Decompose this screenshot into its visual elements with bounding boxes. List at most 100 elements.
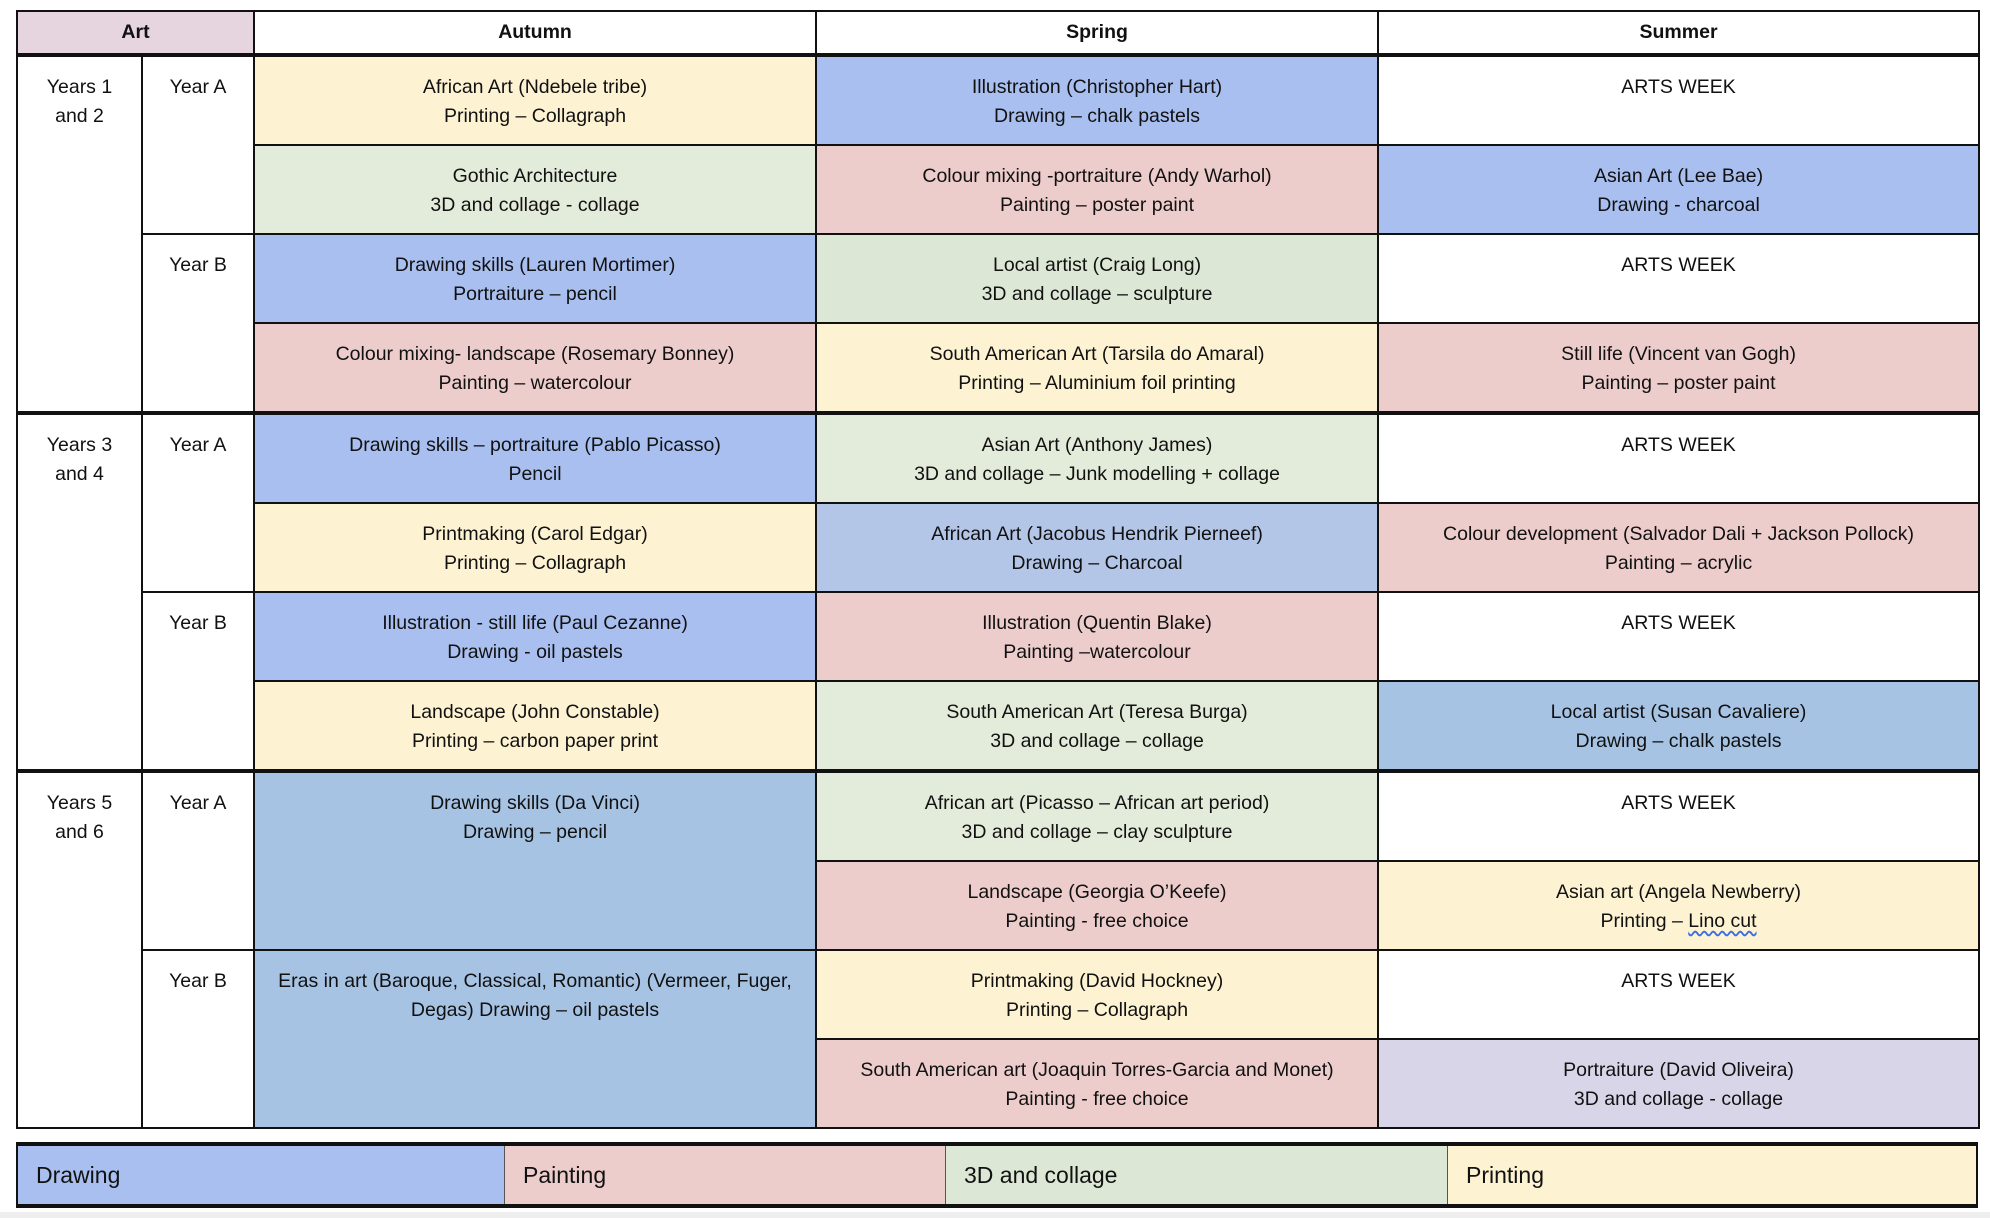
topic: Illustration (Quentin Blake) (982, 612, 1212, 634)
medium: Drawing – chalk pastels (1575, 730, 1782, 752)
spellcheck-flagged-text: Lino cut (1688, 910, 1757, 932)
topic: Asian Art (Lee Bae) (1593, 165, 1764, 187)
topic: Colour development (Salvador Dali + Jack… (1443, 523, 1914, 545)
autumn-cell: Drawing skills (Da Vinci)Drawing – penci… (253, 769, 818, 951)
summer-cell: Asian Art (Lee Bae) Drawing - charcoal (1377, 144, 1981, 235)
medium: Painting – poster paint (1581, 372, 1776, 394)
summer-cell: ARTS WEEK (1377, 949, 1981, 1040)
autumn-cell: Drawing skills – portraiture (Pablo Pica… (253, 411, 818, 504)
year-a-label: Year A (140, 411, 256, 593)
autumn-cell: Illustration - still life (Paul Cezanne)… (253, 591, 818, 682)
spring-cell: South American art (Joaquin Torres-Garci… (815, 1038, 1380, 1129)
medium: Printing – Collagraph (443, 105, 627, 127)
spring-cell: Illustration (Quentin Blake) Painting –wa… (815, 591, 1380, 682)
spring-cell: African Art (Jacobus Hendrik Pierneef)Dr… (815, 502, 1380, 593)
topic: Colour mixing -portraiture (Andy Warhol) (922, 165, 1272, 187)
summer-cell: Asian art (Angela Newberry) Printing – Li… (1377, 860, 1981, 951)
spring-cell: Illustration (Christopher Hart) Drawing –… (815, 53, 1380, 146)
header-autumn: Autumn (253, 10, 818, 56)
topic: ARTS WEEK (1621, 970, 1736, 992)
table-row: Colour mixing- landscape (Rosemary Bonne… (17, 322, 1981, 414)
group-line: Years 5 (46, 792, 113, 814)
medium: 3D and collage – Junk modelling + collag… (914, 463, 1280, 485)
page-bottom-strip (0, 1212, 1990, 1218)
topic: Illustration (Christopher Hart) (971, 76, 1223, 98)
medium: Pencil (508, 463, 562, 485)
summer-cell: ARTS WEEK (1377, 411, 1981, 504)
topic: Landscape (Georgia O’Keefe) (967, 881, 1227, 903)
table-row: South American art (Joaquin Torres-Garci… (17, 1038, 1981, 1129)
spring-cell: Printmaking (David Hockney)Printing – Co… (815, 949, 1380, 1040)
topic: Drawing skills – portraiture (Pablo Pica… (349, 434, 721, 456)
topic: Asian art (Angela Newberry) (1556, 881, 1801, 903)
autumn-cell: Drawing skills (Lauren Mortimer) Portrait… (253, 233, 818, 324)
medium: Printing – Collagraph (1005, 999, 1189, 1021)
topic: Local artist (Susan Cavaliere) (1550, 701, 1807, 723)
topic: South American Art (Tarsila do Amaral) (929, 343, 1265, 365)
summer-cell: Colour development (Salvador Dali + Jack… (1377, 502, 1981, 593)
medium: Drawing – Charcoal (1011, 552, 1183, 574)
table-row: Year B Drawing skills (Lauren Mortimer) P… (17, 233, 1981, 414)
group-line: Years 1 (46, 76, 113, 98)
medium: Drawing - charcoal (1597, 194, 1760, 216)
medium: Printing – Aluminium foil printing (958, 372, 1236, 394)
spring-cell: Asian Art (Anthony James)3D and collage … (815, 411, 1380, 504)
medium: Painting – poster paint (999, 194, 1195, 216)
topic: Printmaking (Carol Edgar) (422, 523, 648, 545)
medium: Painting - free choice (1005, 910, 1189, 932)
medium: Portraiture – pencil (453, 283, 617, 305)
topic: Still life (Vincent van Gogh) (1561, 343, 1796, 365)
topic: Landscape (John Constable) (410, 701, 660, 723)
topic: African art (Picasso – African art perio… (924, 792, 1270, 814)
topic: ARTS WEEK (1621, 254, 1736, 276)
autumn-cell: Landscape (John Constable) Printing – car… (253, 680, 818, 772)
art-curriculum-table: Art Autumn Spring Summer Years 1 and 2 Ye… (15, 10, 1981, 1129)
autumn-cell: African Art (Ndebele tribe)Printing – Co… (253, 53, 818, 146)
table-row: Landscape (Georgia O’Keefe) Painting - fr… (17, 860, 1981, 951)
year-a-label: Year A (140, 769, 256, 951)
year-group-1-2: Years 1 and 2 (16, 53, 143, 414)
table-row: Year B Eras in art (Baroque, Classical, … (17, 949, 1981, 1129)
medium: Painting – acrylic (1604, 552, 1753, 574)
medium: Painting - free choice (1005, 1088, 1189, 1110)
medium: Drawing – chalk pastels (994, 105, 1200, 127)
autumn-cell: Printmaking (Carol Edgar) Printing – Coll… (253, 502, 818, 593)
legend-3d-collage: 3D and collage (945, 1146, 1447, 1204)
medium-prefix: Printing – (1600, 910, 1689, 932)
medium: Painting –watercolour (1003, 641, 1191, 663)
topic: ARTS WEEK (1621, 792, 1736, 814)
spring-cell: African art (Picasso – African art perio… (815, 769, 1380, 862)
table-row: Landscape (John Constable) Printing – car… (17, 680, 1981, 772)
topic: Illustration - still life (Paul Cezanne) (382, 612, 688, 634)
summer-cell: ARTS WEEK (1377, 591, 1981, 682)
color-legend: Drawing Painting 3D and collage Printing (16, 1142, 1978, 1208)
medium: Printing – Collagraph (443, 552, 627, 574)
medium: Drawing - oil pastels (447, 641, 623, 663)
medium: 3D and collage – sculpture (981, 283, 1213, 305)
topic: Gothic Architecture (452, 165, 618, 187)
medium: Painting – watercolour (438, 372, 632, 394)
group-line: and 6 (55, 821, 104, 843)
header-row: Art Autumn Spring Summer (15, 10, 1981, 56)
year-b-label: Year B (140, 949, 256, 1129)
topic: Portraiture (David Oliveira) (1563, 1059, 1794, 1081)
table-row: Year B Illustration - still life (Paul C… (17, 591, 1981, 772)
spring-cell: Colour mixing -portraiture (Andy Warhol)… (815, 144, 1380, 235)
topic: South American art (Joaquin Torres-Garci… (860, 1059, 1334, 1081)
spring-cell: South American Art (Tarsila do Amaral) Pr… (815, 322, 1380, 414)
year-group-5-6: Years 5 and 6 (16, 769, 143, 1129)
year-b-label: Year B (140, 233, 256, 414)
group-line: and 4 (55, 463, 104, 485)
summer-cell: Portraiture (David Oliveira)3D and colla… (1377, 1038, 1981, 1129)
group-line: and 2 (55, 105, 104, 127)
header-art: Art (15, 10, 256, 56)
medium: Printing – carbon paper print (411, 730, 659, 752)
topic: Drawing skills (Lauren Mortimer) (394, 254, 676, 276)
summer-cell: ARTS WEEK (1377, 769, 1981, 862)
year-b-label: Year B (140, 591, 256, 772)
